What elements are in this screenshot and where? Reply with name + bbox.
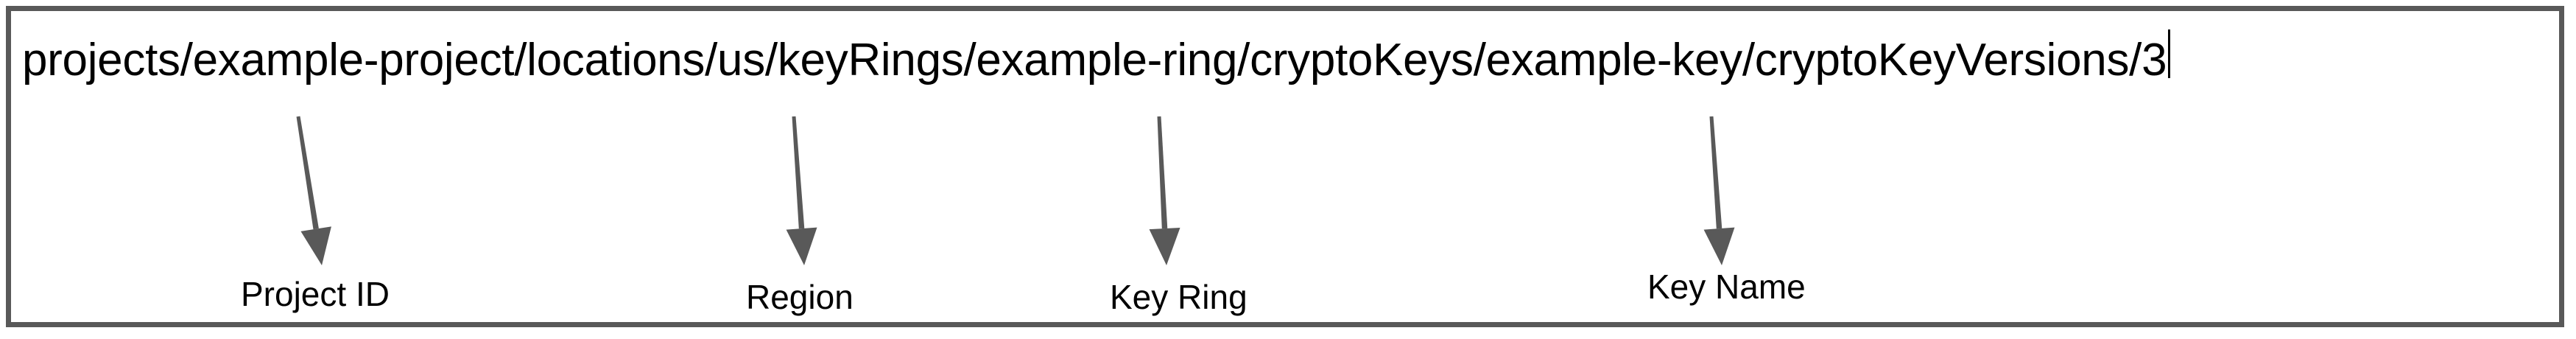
- text-cursor-caret: [2168, 29, 2171, 78]
- annotation-label-project-id: Project ID: [241, 275, 390, 313]
- annotation-label-key-name: Key Name: [1647, 268, 1806, 306]
- resource-path-text: projects/example-project/locations/us/ke…: [22, 35, 2167, 85]
- annotation-label-key-ring: Key Ring: [1110, 278, 1247, 316]
- annotation-label-region: Region: [746, 278, 854, 316]
- diagram-frame-border: [6, 6, 2564, 327]
- resource-path-input[interactable]: projects/example-project/locations/us/ke…: [22, 27, 2171, 93]
